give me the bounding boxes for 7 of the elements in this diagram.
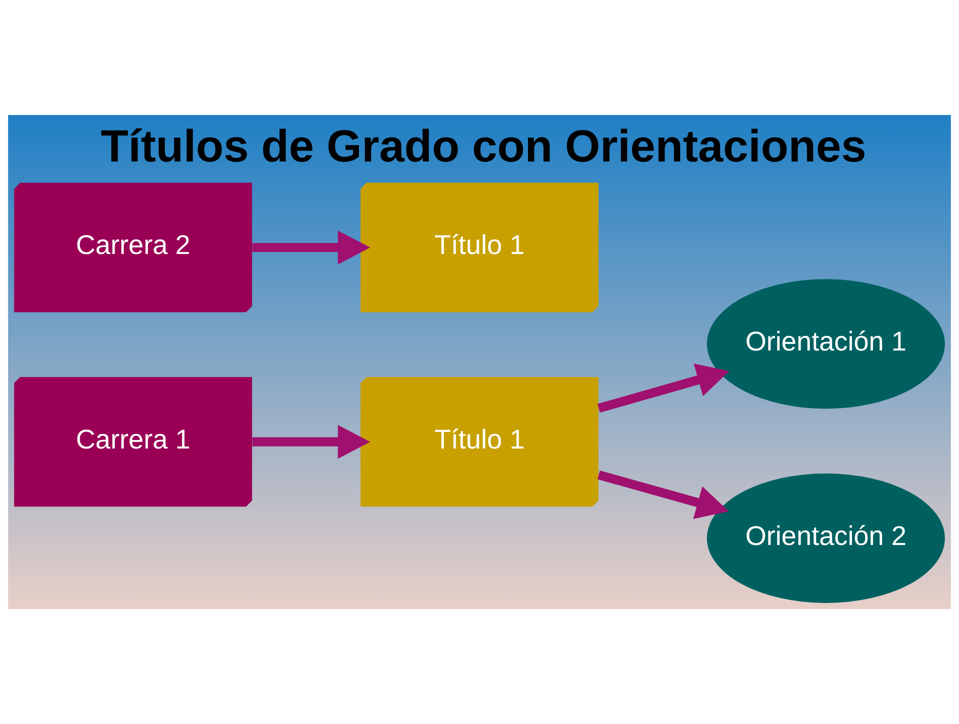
node-ellipse: Orientación 2 xyxy=(706,473,945,603)
arrow xyxy=(597,470,729,519)
arrow xyxy=(252,230,370,264)
arrow xyxy=(252,424,370,459)
arrow xyxy=(597,364,730,413)
diagram-title: Títulos de Grado con Orientaciones xyxy=(100,120,866,172)
node-ellipse: Orientación 1 xyxy=(706,279,945,409)
